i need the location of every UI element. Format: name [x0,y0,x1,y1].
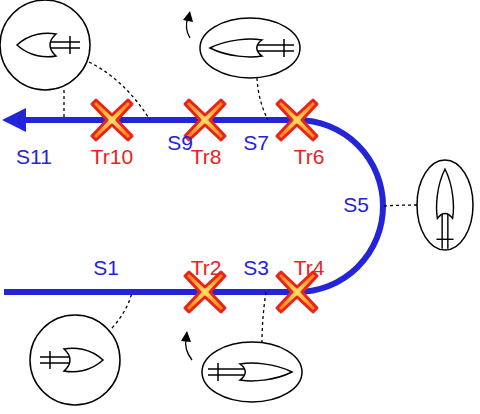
section-label: S9 [167,131,193,155]
transition-label: Tr10 [91,145,133,169]
leader-lines [64,62,417,343]
section-view [181,331,302,402]
leader-line [383,205,417,206]
section-label: S3 [243,256,269,280]
section-label: S7 [243,131,269,155]
transition-label: Tr4 [294,256,325,280]
beam-path [4,120,383,292]
transition-cross [277,100,317,140]
section-label: S1 [93,256,119,280]
leader-line [257,78,268,120]
leader-line [63,90,64,118]
section-view [30,315,120,405]
transition-label: Tr2 [191,256,222,280]
leader-line [262,292,266,343]
leader-line [112,292,132,328]
transition-cross [92,100,132,140]
beam-arrowhead [2,108,26,132]
section-view [0,0,90,90]
section-view [183,11,300,78]
section-label: S5 [343,193,369,217]
transition-label: Tr6 [294,145,325,169]
transition-label: Tr8 [191,145,222,169]
section-label: S11 [16,145,52,169]
section-view [417,160,473,250]
